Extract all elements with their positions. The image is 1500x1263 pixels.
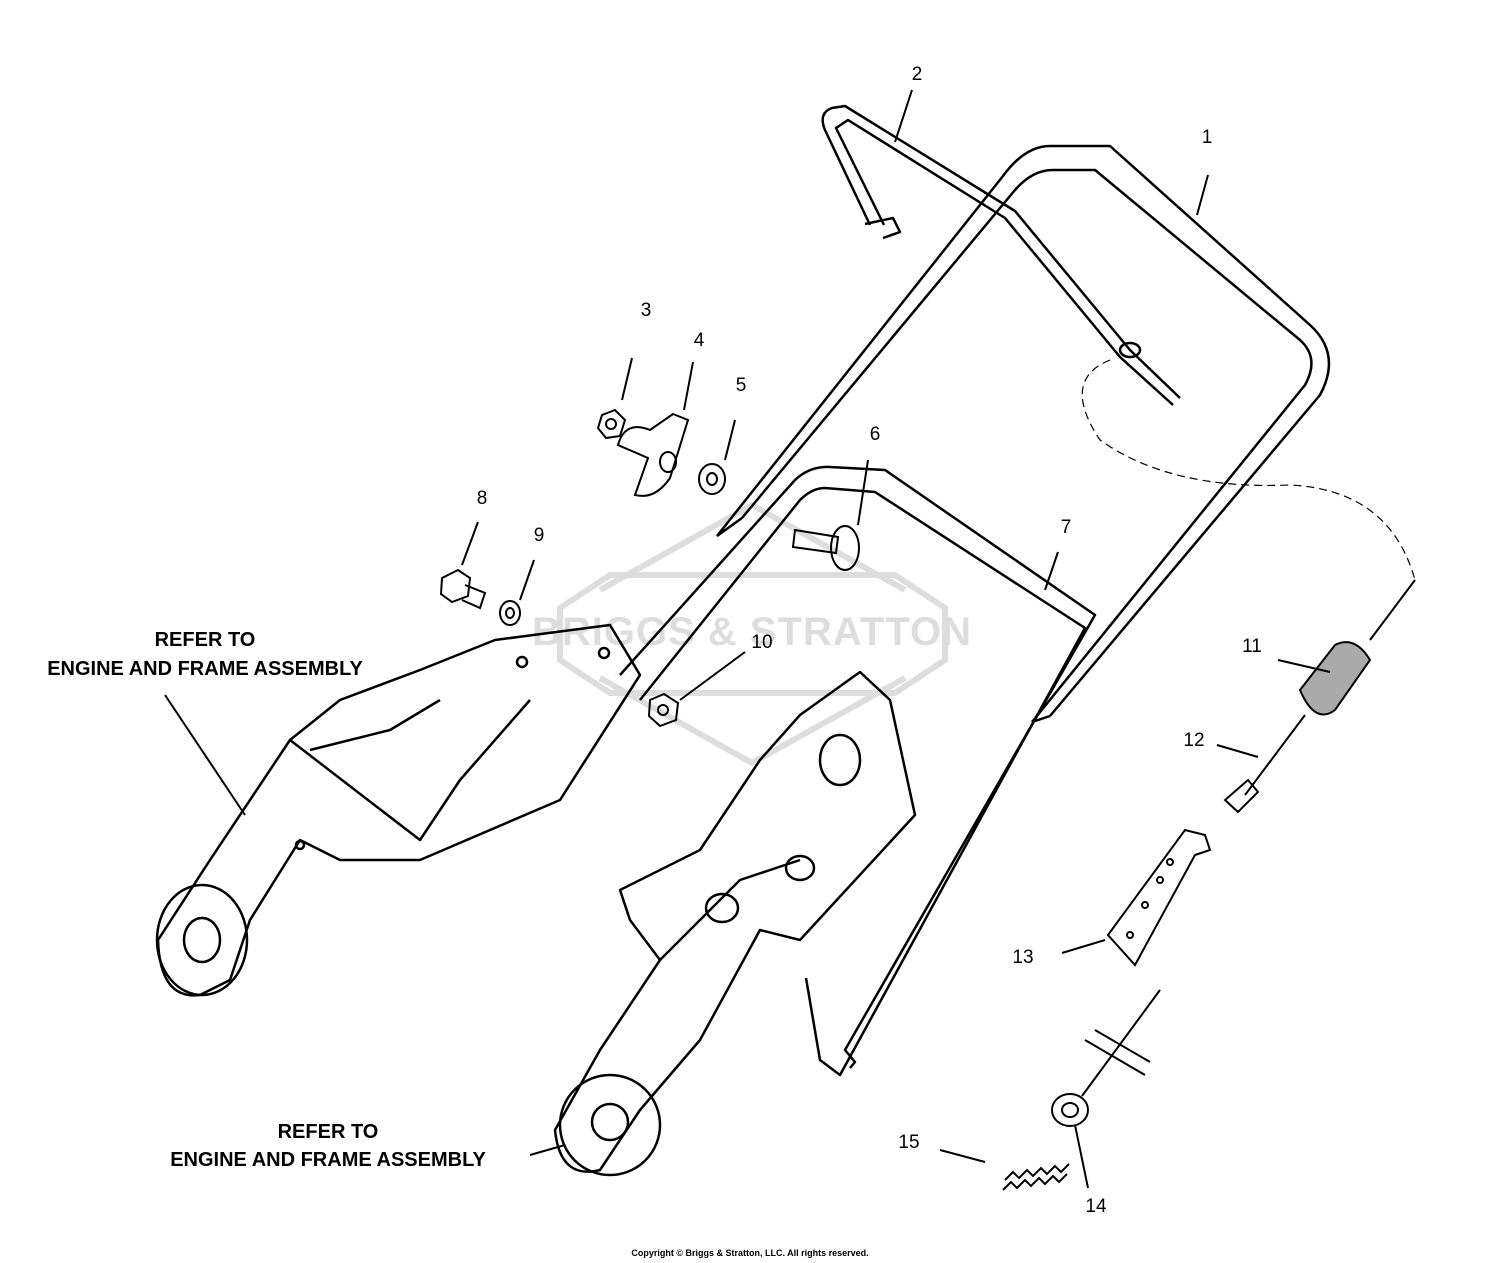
callout-11: 11 (1242, 636, 1262, 657)
spring-part-15 (1002, 1163, 1070, 1191)
cable-bracket-part-13 (1106, 828, 1212, 967)
callout-9: 9 (534, 525, 545, 546)
lower-handle-part-7 (619, 465, 1097, 1077)
left-note-line-2: ENGINE AND FRAME ASSEMBLY (47, 658, 363, 680)
left-frame-bracket (155, 623, 642, 997)
callout-2: 2 (912, 64, 923, 85)
leader-lines (164, 89, 1331, 1189)
callout-8: 8 (477, 488, 488, 509)
copyright-notice: Copyright © Briggs & Stratton, LLC. All … (631, 1248, 868, 1258)
callout-12: 12 (1183, 730, 1204, 751)
cable-eyelet-part-14 (1051, 989, 1161, 1127)
cable-grip-part-11 (1298, 579, 1416, 716)
callout-7: 7 (1061, 517, 1072, 538)
carriage-bolt-part-6 (791, 525, 860, 571)
bolt-part-8 (439, 568, 487, 610)
washer-part-5 (698, 463, 726, 495)
left-note-line-1: REFER TO (155, 629, 256, 651)
callout-14: 14 (1085, 1196, 1107, 1217)
control-bail-part-2 (821, 104, 1181, 406)
watermark-text: BRIGGS & STRATTON (532, 610, 972, 654)
bottom-note-line-1: REFER TO (278, 1121, 379, 1143)
nut-part-10 (647, 692, 680, 728)
callout-1: 1 (1202, 127, 1213, 148)
right-frame-bracket (553, 670, 917, 1177)
callout-6: 6 (870, 424, 881, 445)
callout-15: 15 (898, 1132, 919, 1153)
cable-route-dashed (1081, 359, 1416, 581)
callout-10: 10 (751, 632, 772, 653)
callout-3: 3 (641, 300, 652, 321)
nut-part-3 (596, 408, 627, 440)
washer-part-9 (499, 600, 521, 626)
callout-4: 4 (694, 330, 705, 351)
bottom-note-line-2: ENGINE AND FRAME ASSEMBLY (170, 1149, 486, 1171)
briggs-stratton-watermark: BRIGGS & STRATTON (532, 501, 972, 767)
wing-knob-part-4 (616, 412, 690, 497)
cable-part-12 (1223, 714, 1306, 814)
callout-5: 5 (736, 375, 747, 396)
callout-13: 13 (1012, 947, 1033, 968)
